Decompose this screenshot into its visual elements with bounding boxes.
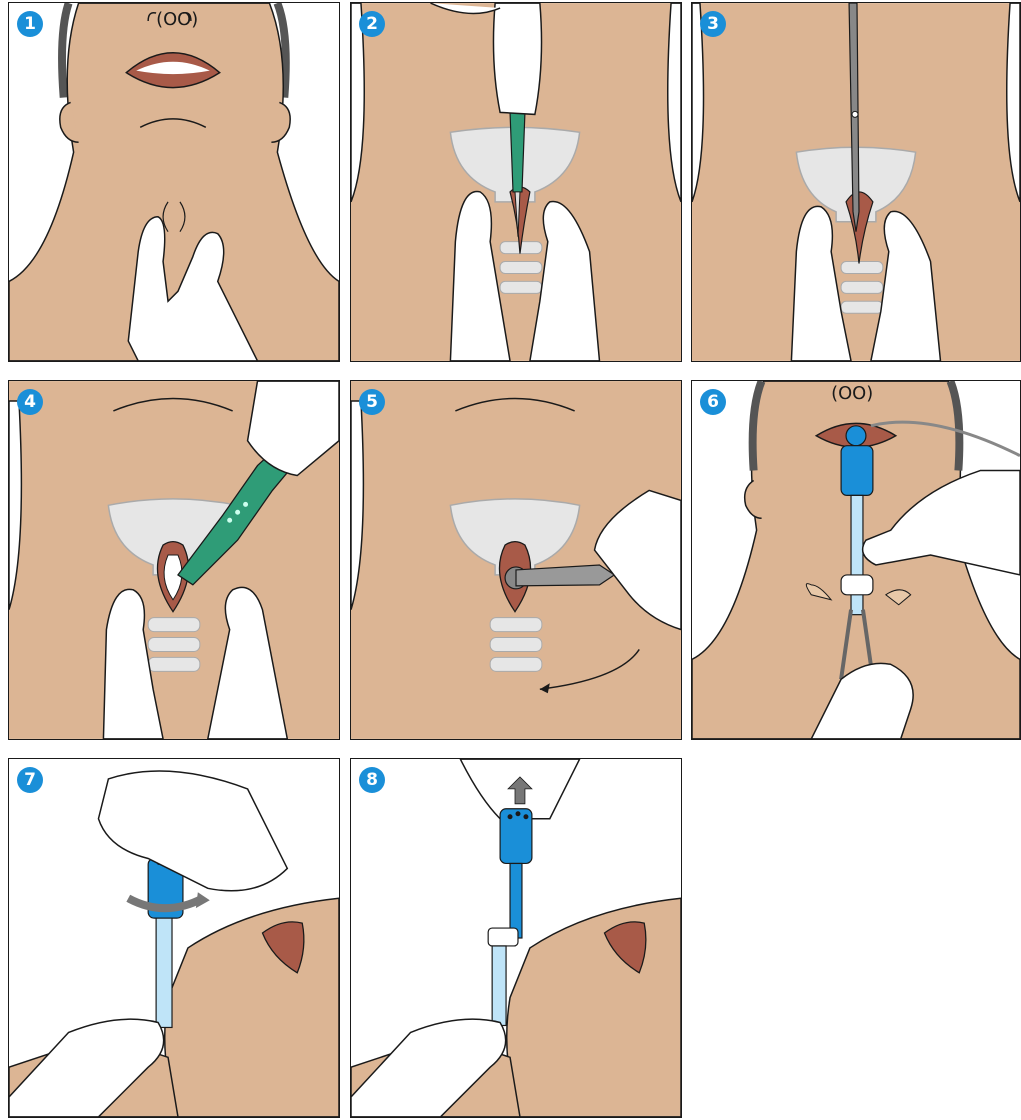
step-7-panel: 7 xyxy=(8,758,340,1118)
step-5-panel: 5 xyxy=(350,380,682,740)
step-7-illustration-twist-cap-removal xyxy=(9,759,339,1117)
step-1-number-badge: 1 xyxy=(17,11,43,37)
step-3-number-badge: 3 xyxy=(700,11,726,37)
step-4-number-badge: 4 xyxy=(17,389,43,415)
svg-text:(OO): (OO) xyxy=(156,9,198,30)
step-1-panel: 1 (OO) xyxy=(8,2,340,362)
step-3-illustration-blunt-dissection-scissors xyxy=(692,3,1020,361)
svg-text:(OO): (OO) xyxy=(831,383,873,404)
step-8-panel: 8 xyxy=(350,758,682,1118)
step-4-illustration-membrane-incision xyxy=(9,381,339,739)
step-6-number-badge: 6 xyxy=(700,389,726,415)
step-4-panel: 4 xyxy=(8,380,340,740)
step-3-panel: 3 xyxy=(691,2,1021,362)
step-6-illustration-cannula-insertion: (OO) xyxy=(692,381,1020,739)
step-1-illustration-neck-palpation: (OO) xyxy=(9,3,339,361)
step-2-illustration-skin-incision xyxy=(351,3,681,361)
step-2-number-badge: 2 xyxy=(359,11,385,37)
step-6-panel: 6 (OO) xyxy=(691,380,1021,740)
step-5-illustration-forceps-rotation xyxy=(351,381,681,739)
step-5-number-badge: 5 xyxy=(359,389,385,415)
step-7-number-badge: 7 xyxy=(17,767,43,793)
step-2-panel: 2 xyxy=(350,2,682,362)
step-8-number-badge: 8 xyxy=(359,767,385,793)
step-8-illustration-obturator-removal xyxy=(351,759,681,1117)
